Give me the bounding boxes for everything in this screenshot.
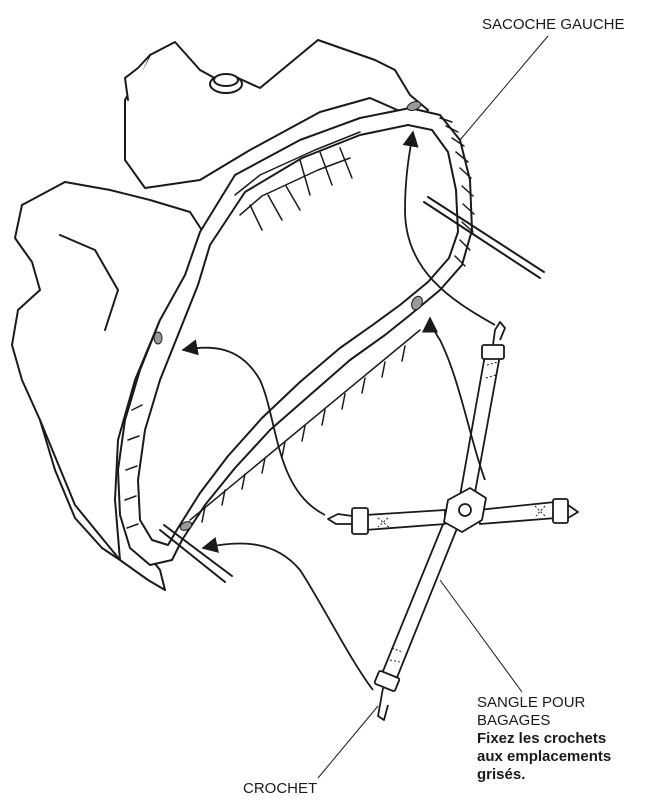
label-left-saddlebag: SACOCHE GAUCHE	[482, 16, 625, 33]
rails	[159, 196, 545, 583]
strap-buckle-upper	[481, 344, 505, 360]
label-luggage-strap: SANGLE POUR BAGAGES Fixez les crochets a…	[477, 694, 611, 784]
back-flap	[124, 54, 151, 101]
label-hook: CROCHET	[243, 780, 318, 797]
leader-left-saddlebag	[459, 35, 549, 141]
label-luggage-strap-line1: SANGLE POUR	[477, 694, 586, 711]
strap-buckle-right	[552, 498, 569, 524]
arrow-to-right	[421, 316, 486, 481]
inner-latch	[234, 131, 361, 231]
saddlebag	[11, 39, 475, 591]
instruction-line2: aux emplacements	[477, 748, 612, 765]
hook-spot-upper-right	[406, 101, 422, 111]
lower-rail	[159, 529, 226, 583]
strap-arm-upper	[459, 354, 501, 499]
hook-spots	[153, 101, 423, 531]
strap-hook-lower	[377, 687, 389, 721]
strap-arm-lower	[380, 511, 463, 681]
upper-rail-2	[427, 196, 545, 273]
strap-hook-right	[567, 504, 579, 519]
leader-hook	[317, 705, 379, 779]
arrow-to-bottom	[201, 537, 374, 691]
hook-spot-bottom	[179, 521, 193, 531]
hook-spot-right	[411, 295, 423, 311]
outer-shell	[11, 181, 206, 561]
label-luggage-strap-line2: BAGAGES	[477, 712, 551, 729]
rim-ribs	[439, 117, 475, 267]
strap-hook-left	[327, 513, 353, 525]
saddlebag-lid	[124, 39, 429, 189]
strap-hook-upper	[492, 321, 506, 346]
saddlebag-opening	[137, 124, 459, 546]
arrow-to-left	[181, 339, 326, 516]
leader-luggage-strap	[439, 579, 523, 693]
leader-lines	[317, 35, 549, 779]
luggage-strap	[327, 321, 579, 721]
strap-buckle-lower	[373, 670, 401, 692]
left-rim-ribs	[124, 404, 143, 529]
hook-spot-left	[153, 331, 163, 345]
shell-crease	[59, 234, 119, 331]
attach-arrows	[181, 130, 496, 691]
lower-rail-2	[163, 524, 233, 577]
upper-rail	[423, 201, 541, 279]
instruction-line3: grisés.	[477, 766, 526, 783]
strap-arm-left	[364, 509, 446, 531]
strap-stitching	[377, 361, 546, 663]
strap-arm-right	[477, 501, 557, 525]
strap-buckle-left	[351, 507, 369, 535]
instruction-line1: Fixez les crochets	[477, 730, 607, 747]
strap-center-hole	[458, 503, 472, 517]
arrow-to-upper-right	[402, 130, 496, 326]
inner-floor-edge	[189, 329, 421, 523]
lid-knob-top	[213, 73, 239, 87]
